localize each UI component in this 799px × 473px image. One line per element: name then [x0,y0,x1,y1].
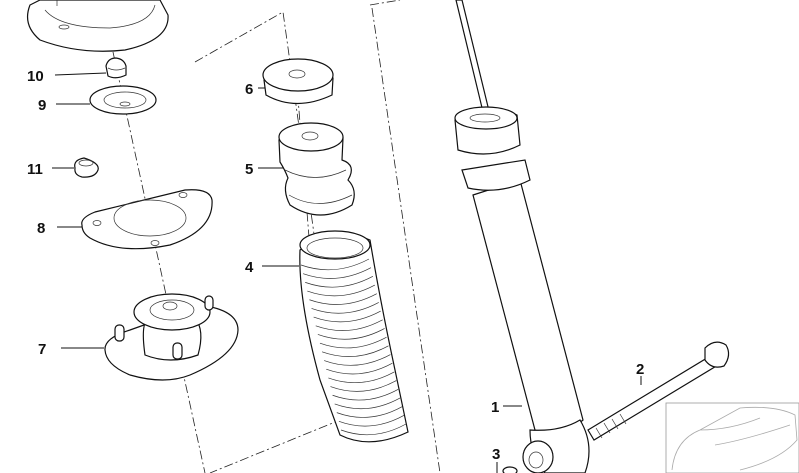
boot-rib [311,302,379,314]
assembly-bracket-middle [194,11,341,473]
callout-1[interactable]: 1 [491,399,499,416]
boot-rib [338,415,405,427]
part-2-bolt[interactable] [587,341,730,441]
boot-rib [309,293,377,305]
part-5-bump-stop[interactable] [278,122,355,216]
top-mount-plate[interactable] [27,0,169,52]
part-3-nut[interactable] [502,466,518,473]
assembly-axis-left [112,51,206,473]
boot-rib [324,354,391,366]
boot-rib [313,310,381,323]
assembly-bracket-right [369,0,441,473]
boot-rib [317,328,385,340]
boot-rib [300,258,370,271]
callout-8[interactable]: 8 [37,220,45,237]
boot-rib [332,388,399,401]
boot-rib [319,336,387,349]
boot-rib [334,397,401,410]
part-11-flange-nut[interactable] [74,157,99,178]
boot-rib [340,423,407,436]
callout-4[interactable]: 4 [245,259,254,276]
part-8-gasket[interactable] [81,189,213,250]
boot-rib [326,362,393,375]
callout-11[interactable]: 11 [27,161,43,178]
part-4-dust-boot[interactable] [299,230,409,443]
car-outline-icon[interactable] [665,402,799,473]
callout-10[interactable]: 10 [27,68,44,85]
part-9-washer[interactable] [89,85,157,115]
callout-2[interactable]: 2 [636,361,644,378]
boot-rib [307,284,376,297]
boot-rib [302,267,372,279]
callout-7[interactable]: 7 [38,341,46,358]
boot-rib [330,380,397,392]
assembly-axis-middle [294,59,311,251]
part-7-strut-mount[interactable] [104,293,239,381]
boot-rib [315,319,383,331]
boot-rib [336,406,403,418]
callout-9[interactable]: 9 [38,97,46,114]
leader-10 [54,72,107,76]
part-6-cap[interactable] [262,58,334,104]
boot-rib [328,371,395,383]
boot-rib [321,345,389,357]
boot-rib [305,276,374,288]
callout-6[interactable]: 6 [245,81,253,98]
part-10-nut[interactable] [105,57,127,79]
callout-5[interactable]: 5 [245,161,253,178]
part-1-shock-absorber[interactable] [454,0,590,473]
callout-3[interactable]: 3 [492,446,500,463]
